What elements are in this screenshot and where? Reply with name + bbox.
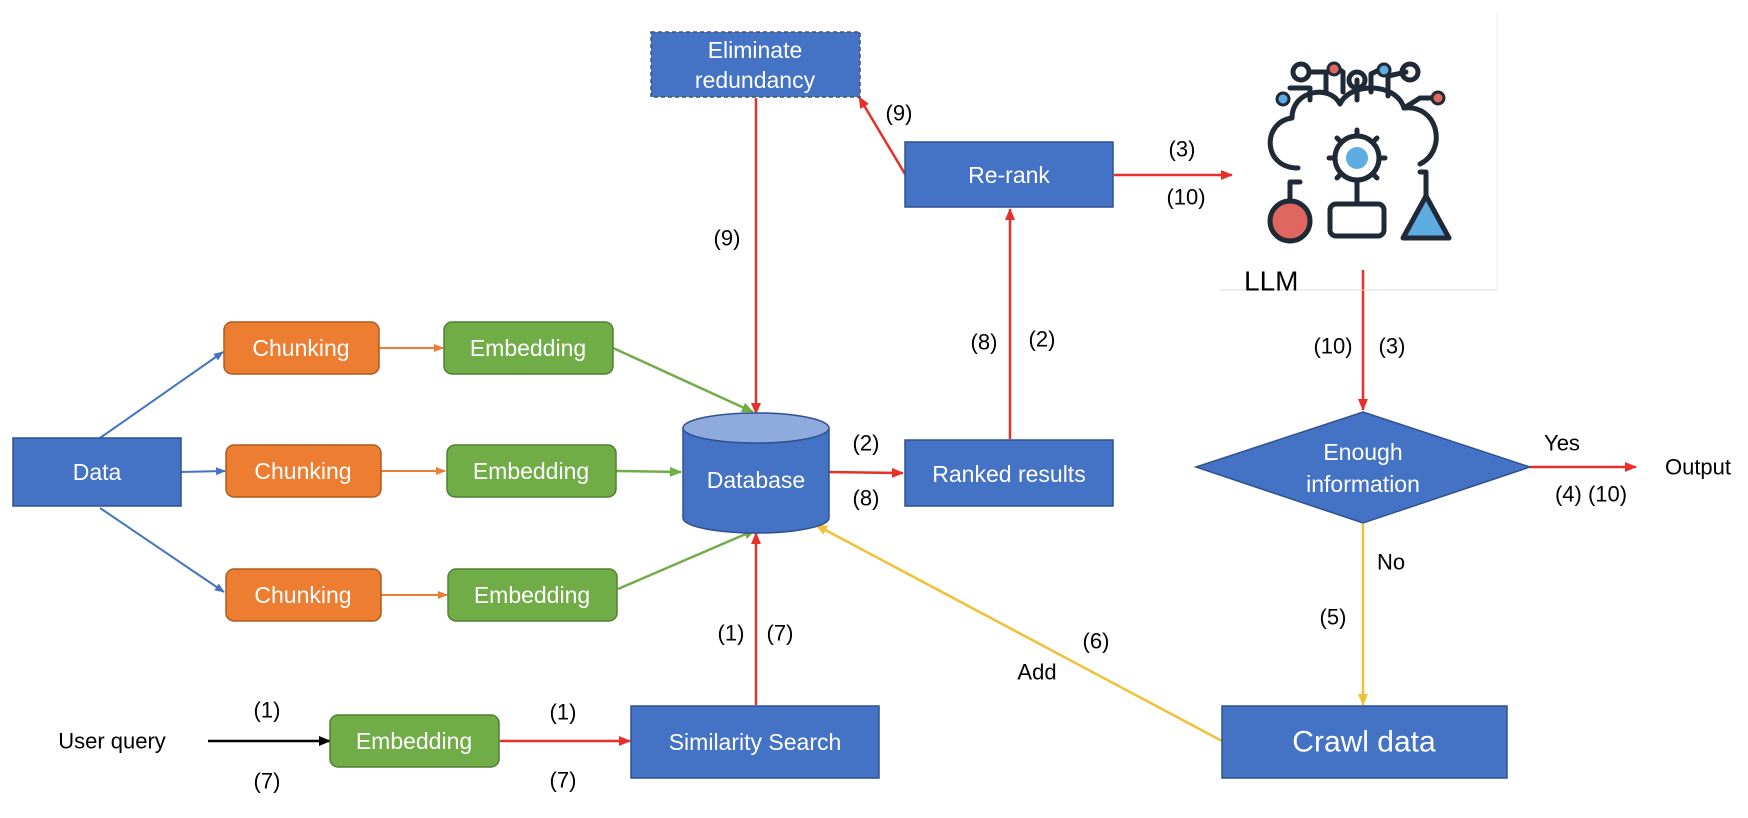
label-llm-decision-left: (10)	[1313, 334, 1352, 359]
node-embedding-3: Embedding	[447, 568, 618, 622]
node-ranked-results: Ranked results	[904, 439, 1114, 507]
edge-crawl-db	[815, 523, 1223, 743]
node-database-label: Database	[707, 467, 805, 493]
node-enough-line2: information	[1306, 471, 1420, 497]
label-query-bottom: (7)	[254, 769, 281, 794]
node-chunking-3: Chunking	[225, 568, 382, 622]
node-embedding-2-label: Embedding	[473, 458, 589, 484]
label-embed-sim-bottom: (7)	[550, 768, 577, 793]
node-eliminate-redundancy: Eliminate redundancy	[650, 31, 861, 98]
node-similarity-search-label: Similarity Search	[669, 729, 842, 755]
edge-data-chunking-2	[179, 467, 226, 476]
edge-data-chunking-3	[99, 507, 225, 593]
label-ranked-rerank-left: (8)	[971, 330, 998, 355]
node-chunking-1-label: Chunking	[252, 335, 349, 361]
node-llm: LLM	[1220, 12, 1498, 297]
label-rerank-llm-bottom: (10)	[1166, 185, 1205, 210]
label-ranked-rerank-right: (2)	[1029, 327, 1056, 352]
node-eliminate-line1: Eliminate	[708, 37, 803, 63]
label-llm-decision-right: (3)	[1379, 334, 1406, 359]
edge-embedding-db-2	[615, 466, 682, 477]
node-embedding-2: Embedding	[446, 444, 617, 498]
node-chunking-2: Chunking	[225, 444, 382, 498]
node-embedding-1: Embedding	[443, 321, 614, 375]
node-eliminate-line2: redundancy	[695, 67, 816, 93]
label-embed-sim-top: (1)	[550, 700, 577, 725]
node-crawl-data: Crawl data	[1221, 705, 1508, 779]
node-database: Database	[682, 412, 830, 534]
node-rerank-label: Re-rank	[968, 162, 1050, 188]
node-embedding-query-label: Embedding	[356, 728, 472, 754]
label-sim-db-right: (7)	[767, 621, 794, 646]
label-db-ranked-top: (2)	[853, 431, 880, 456]
label-rerank-eliminate: (9)	[886, 101, 913, 126]
label-rerank-llm-top: (3)	[1169, 137, 1196, 162]
node-enough-line1: Enough	[1323, 439, 1402, 465]
node-enough-information: Enough information	[1193, 411, 1533, 524]
node-chunking-2-label: Chunking	[254, 458, 351, 484]
label-crawl-db-number: (6)	[1083, 629, 1110, 654]
node-user-query: User query	[58, 729, 166, 754]
edge-embedding-db-1	[612, 346, 754, 414]
label-yes: Yes	[1544, 431, 1580, 456]
llm-cloud-network-icon	[1267, 61, 1439, 239]
node-llm-label: LLM	[1244, 266, 1298, 297]
node-crawl-data-label: Crawl data	[1292, 726, 1436, 759]
edge-db-ranked	[827, 467, 904, 478]
node-rerank: Re-rank	[904, 141, 1114, 208]
node-embedding-3-label: Embedding	[474, 582, 590, 608]
edge-embedding-db-3	[617, 528, 756, 591]
label-yes-numbers: (4) (10)	[1555, 482, 1627, 507]
node-similarity-search: Similarity Search	[630, 705, 880, 779]
node-embedding-query: Embedding	[329, 714, 500, 768]
edge-rerank-eliminate	[857, 96, 907, 175]
node-data-label: Data	[73, 459, 122, 485]
node-output: Output	[1665, 455, 1731, 480]
node-chunking-3-label: Chunking	[254, 582, 351, 608]
node-embedding-1-label: Embedding	[470, 335, 586, 361]
label-eliminate-db: (9)	[714, 226, 741, 251]
label-query-top: (1)	[254, 698, 281, 723]
edge-data-chunking-1	[99, 351, 224, 439]
node-data: Data	[12, 437, 182, 507]
node-chunking-1: Chunking	[223, 321, 380, 375]
label-no-number: (5)	[1320, 605, 1347, 630]
label-db-ranked-bottom: (8)	[853, 486, 880, 511]
label-no: No	[1377, 550, 1405, 575]
label-sim-db-left: (1)	[718, 621, 745, 646]
label-crawl-db-add: Add	[1017, 660, 1056, 685]
node-ranked-results-label: Ranked results	[932, 461, 1085, 487]
